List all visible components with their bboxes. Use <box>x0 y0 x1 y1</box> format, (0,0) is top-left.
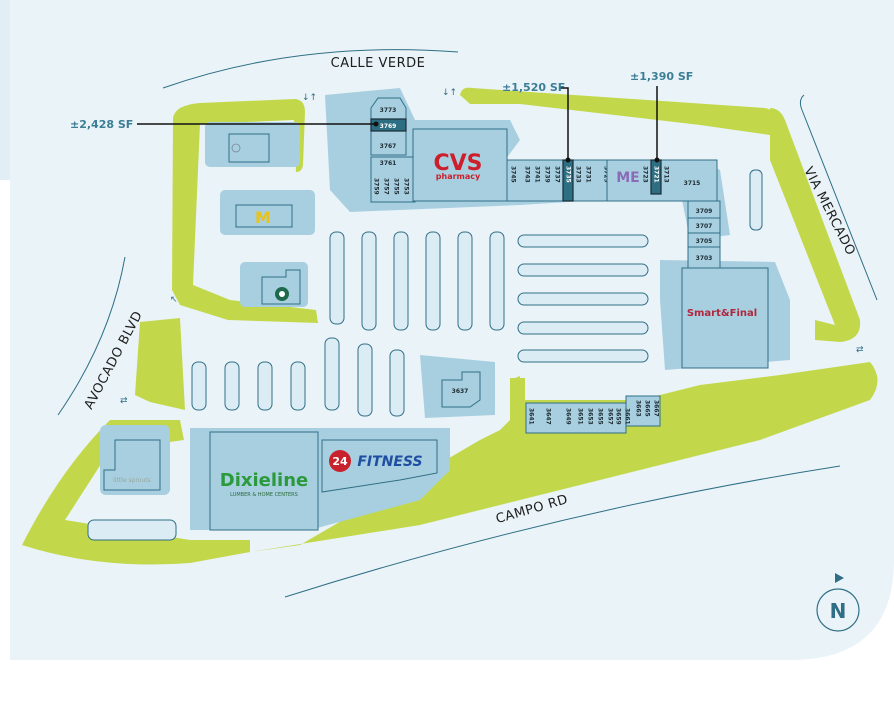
arrow-icon: ⇄ <box>120 396 128 406</box>
unit-3757[interactable]: 3757 <box>383 178 390 195</box>
arrow-icon: ↖ <box>170 295 178 305</box>
unit-3661[interactable]: 3661 <box>624 408 631 425</box>
unit-3709[interactable]: 3709 <box>696 208 713 215</box>
callouts: ±2,428 SF ±1,520 SF ±1,390 SF <box>70 70 693 163</box>
unit-3755[interactable]: 3755 <box>393 178 400 195</box>
cvs-logo: CVS <box>433 151 482 176</box>
fitness-badge-icon <box>329 450 351 472</box>
fitness-badge: 24 <box>332 455 348 468</box>
fitness-logo: FITNESS <box>357 454 422 470</box>
parking-islands <box>87 169 763 541</box>
north-vertical-units: 3759 3757 3755 3753 <box>373 178 410 195</box>
unit-3769-highlight[interactable] <box>370 118 407 132</box>
sf-label-3721[interactable]: ±1,390 SF <box>630 70 693 83</box>
unit-3737[interactable]: 3737 <box>554 166 561 183</box>
unit-3715[interactable]: 3715 <box>684 180 701 187</box>
sf-label-3735[interactable]: ±1,520 SF <box>502 81 565 94</box>
me-logo: ME <box>616 170 640 186</box>
starbucks-building[interactable] <box>261 269 301 305</box>
dixieline-building[interactable]: Dixieline LUMBER & HOME CENTERS <box>209 431 319 531</box>
unit-3663[interactable]: 3663 <box>635 400 642 417</box>
arrow-icon: ↓↑ <box>302 93 317 103</box>
unit-3649[interactable]: 3649 <box>565 408 572 425</box>
fitness-building[interactable]: 24 FITNESS <box>321 439 438 493</box>
campo-rd-road-line <box>284 465 841 598</box>
unit-3733[interactable]: 3733 <box>575 166 582 183</box>
cvs-logo-sub: pharmacy <box>436 172 481 181</box>
unit-3653[interactable]: 3653 <box>587 408 594 425</box>
mcdonalds-logo: M <box>255 208 271 227</box>
avocado-blvd-road-line <box>57 256 126 416</box>
north-indicator: N <box>816 573 860 632</box>
via-mercado-road-line <box>799 94 878 301</box>
smart-final-building[interactable]: Smart&Final <box>681 267 769 369</box>
cvs-building[interactable]: CVS pharmacy <box>412 128 508 202</box>
unit-3637[interactable]: 3637 <box>452 388 469 395</box>
compass-circle <box>816 588 860 632</box>
unit-3651[interactable]: 3651 <box>577 408 584 425</box>
dixieline-logo: Dixieline <box>220 470 308 491</box>
unit-3769[interactable]: 3769 <box>380 123 397 130</box>
unit-3665[interactable]: 3665 <box>644 400 651 417</box>
unit-3761[interactable]: 3761 <box>380 160 397 167</box>
mcdonalds-building[interactable] <box>235 204 293 228</box>
unit-3667[interactable]: 3667 <box>653 400 660 417</box>
unit-3745[interactable]: 3745 <box>510 166 517 183</box>
dixieline-logo-sub: LUMBER & HOME CENTERS <box>230 492 298 498</box>
little-sprouts-logo: little sprouts <box>113 477 151 484</box>
unit-3753[interactable]: 3753 <box>403 178 410 195</box>
pad-top-building[interactable] <box>228 133 270 163</box>
unit-3657[interactable]: 3657 <box>607 408 614 425</box>
arrow-icon: ⇄ <box>856 345 864 355</box>
smart-final-logo: Smart&Final <box>687 308 757 319</box>
arrow-icon: ↓↑ <box>442 88 457 98</box>
unit-3641[interactable]: 3641 <box>528 408 535 425</box>
unit-3741[interactable]: 3741 <box>534 166 541 183</box>
unit-3721[interactable]: 3721 <box>653 166 660 183</box>
south-row: 3641 3647 3649 3651 3653 3655 3657 3659 … <box>525 395 661 434</box>
unit-3655[interactable]: 3655 <box>597 408 604 425</box>
unit-3707[interactable]: 3707 <box>696 223 713 230</box>
unit-3735[interactable]: 3735 <box>565 166 572 183</box>
unit-3759[interactable]: 3759 <box>373 178 380 195</box>
west-pads: M <box>228 133 301 305</box>
calle-verde-road-line <box>162 49 459 89</box>
east-row: ME 3723 3721 3713 <box>606 159 718 202</box>
unit-3705[interactable]: 3705 <box>696 238 713 245</box>
unit-3723[interactable]: 3723 <box>642 166 649 183</box>
starbucks-logo-inner-icon <box>279 291 285 297</box>
unit-3773[interactable]: 3773 <box>380 107 397 114</box>
landscape-areas <box>22 87 878 565</box>
little-sprouts-building[interactable]: little sprouts <box>103 439 161 491</box>
unit-3731[interactable]: 3731 <box>585 166 592 183</box>
north-stack-building: 3773 3769 3767 3761 3759 3757 3755 3753 <box>370 97 416 203</box>
unit-3729[interactable]: 3729 <box>603 166 610 183</box>
north-label: N <box>830 599 847 623</box>
unit-3767[interactable]: 3767 <box>380 143 397 150</box>
pad-top-logo-icon <box>231 143 241 153</box>
unit-3713[interactable]: 3713 <box>663 166 670 183</box>
cvs-east-row: 3745 3743 3741 3739 3737 3735 3733 3731 … <box>506 159 610 202</box>
unit-3703[interactable]: 3703 <box>696 255 713 262</box>
street-calle-verde: CALLE VERDE <box>331 56 426 71</box>
sf-label-3769[interactable]: ±2,428 SF <box>70 118 133 131</box>
traffic-arrows: ↓↑ ↓↑ ↖ ⇄ ⇄ <box>120 88 864 406</box>
unit-3743[interactable]: 3743 <box>524 166 531 183</box>
unit-3647[interactable]: 3647 <box>545 408 552 425</box>
unit-3739[interactable]: 3739 <box>544 166 551 183</box>
center-pad-building[interactable]: 3637 <box>441 371 481 408</box>
north-arrow-icon <box>835 573 844 583</box>
unit-3659[interactable]: 3659 <box>615 408 622 425</box>
